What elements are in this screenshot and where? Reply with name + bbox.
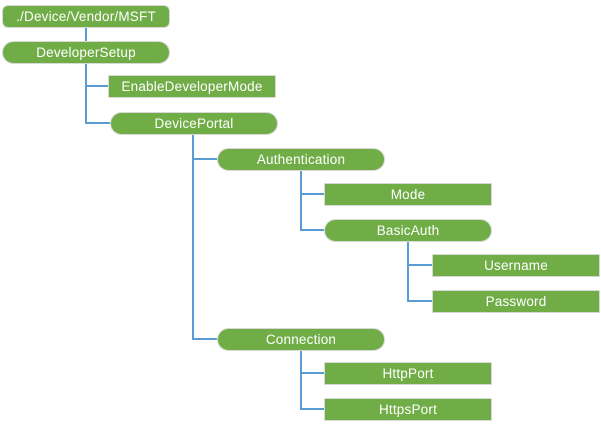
node-password: Password: [432, 290, 600, 313]
node-developersetup: DeveloperSetup: [2, 41, 170, 64]
node-mode: Mode: [324, 183, 492, 206]
connector-to-enabledevelopermode: [85, 85, 108, 87]
connector-to-password: [407, 300, 432, 302]
node-enabledevelopermode: EnableDeveloperMode: [108, 75, 276, 98]
connector-root-to-developersetup: [85, 28, 87, 41]
connector-deviceportal-trunk: [192, 135, 194, 340]
node-username: Username: [432, 254, 600, 277]
node-basicauth: BasicAuth: [324, 219, 492, 242]
node-deviceportal: DevicePortal: [110, 112, 278, 135]
connector-to-httpport: [300, 372, 324, 374]
connector-to-httpsport: [300, 408, 324, 410]
node-connection: Connection: [217, 328, 385, 351]
connector-basicauth-trunk: [407, 242, 409, 302]
node-authentication: Authentication: [217, 148, 385, 171]
connector-to-connection: [192, 338, 217, 340]
connector-developersetup-trunk: [85, 64, 87, 124]
connector-to-username: [407, 264, 432, 266]
connector-authentication-trunk: [300, 171, 302, 231]
node-httpsport: HttpsPort: [324, 398, 492, 421]
connector-to-basicauth: [300, 229, 324, 231]
connector-to-deviceportal: [85, 122, 110, 124]
connector-connection-trunk: [300, 351, 302, 410]
connector-to-authentication: [192, 158, 217, 160]
connector-to-mode: [300, 193, 324, 195]
node-device-vendor-msft: ./Device/Vendor/MSFT: [2, 5, 170, 28]
node-httpport: HttpPort: [324, 362, 492, 385]
